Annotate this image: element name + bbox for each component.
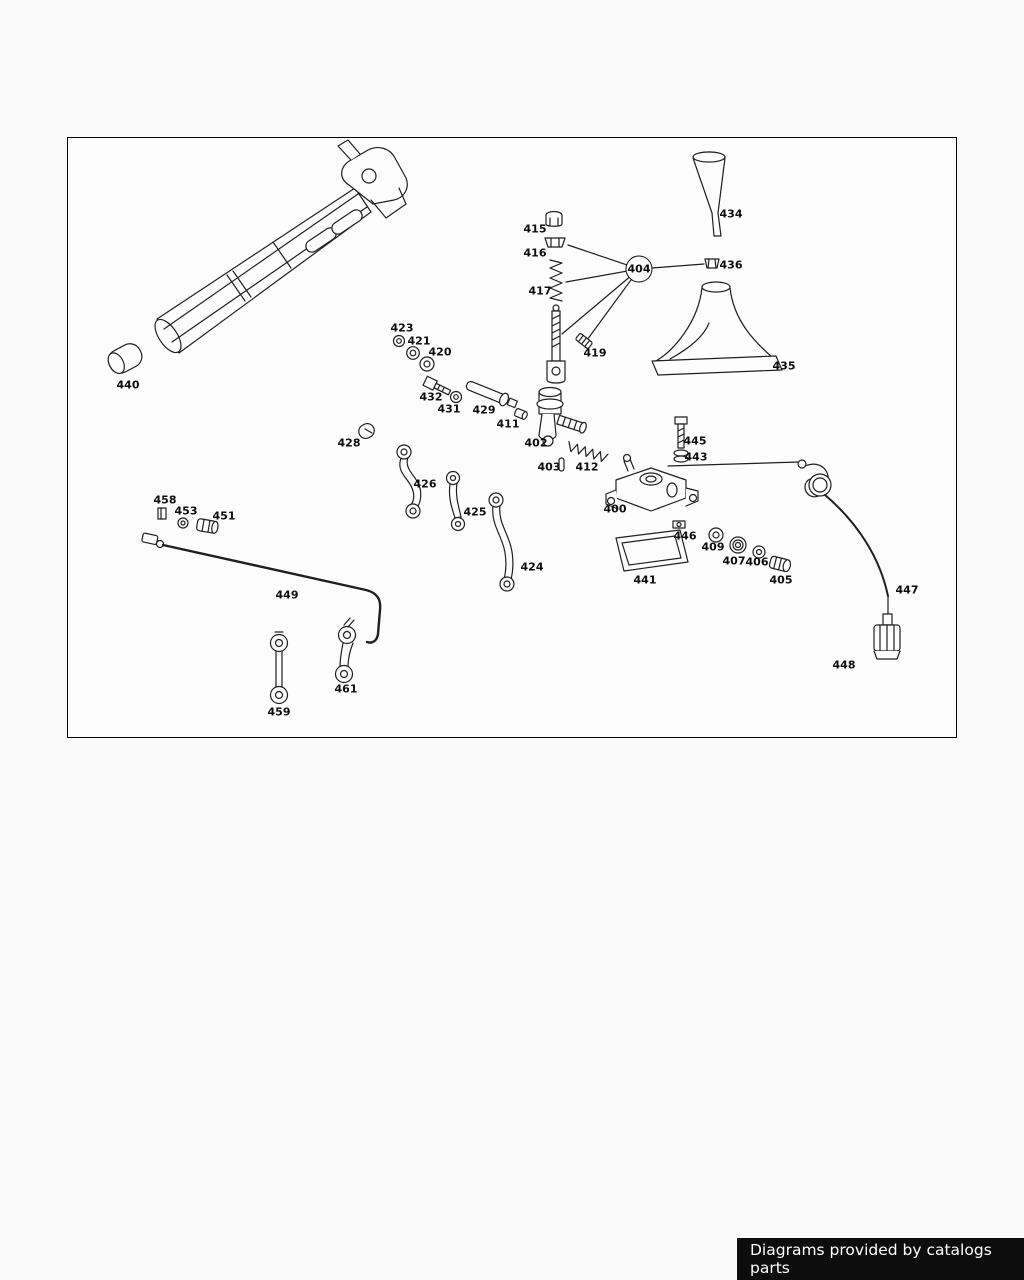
part-426-lever: [396, 444, 422, 519]
part-label-440: 440: [116, 378, 140, 392]
part-420-washer: [419, 356, 435, 372]
part-446-clip: [672, 520, 686, 529]
part-column-assembly: [154, 139, 408, 354]
part-443-washers: [673, 449, 689, 463]
part-label-443: 443: [684, 450, 708, 464]
part-label-435: 435: [772, 359, 796, 373]
part-447-cable: [797, 459, 889, 615]
part-label-432: 432: [419, 390, 443, 404]
part-shift-rod: [546, 304, 566, 384]
part-403-pin: [558, 457, 565, 472]
part-label-448: 448: [832, 658, 856, 672]
part-label-415: 415: [523, 222, 547, 236]
part-415-cap: [545, 210, 563, 227]
part-label-447: 447: [895, 583, 919, 597]
part-449-rod: [141, 532, 382, 644]
part-label-419: 419: [583, 346, 607, 360]
part-label-402: 402: [524, 436, 548, 450]
part-label-404: 404: [625, 255, 653, 283]
part-409-washer: [708, 527, 724, 543]
credit-text: Diagrams provided by catalogs parts: [750, 1241, 992, 1277]
part-label-424: 424: [520, 560, 544, 574]
part-label-434: 434: [719, 207, 743, 221]
part-label-411: 411: [496, 417, 520, 431]
part-411-sleeve: [513, 408, 528, 420]
part-label-423: 423: [390, 321, 414, 335]
part-label-416: 416: [523, 246, 547, 260]
part-label-412: 412: [575, 460, 599, 474]
part-label-403: 403: [537, 460, 561, 474]
part-label-407: 407: [722, 554, 746, 568]
part-417-spring: [549, 259, 563, 302]
part-424-lever: [488, 492, 515, 592]
part-label-409: 409: [701, 540, 725, 554]
part-label-406: 406: [745, 555, 769, 569]
credit-bar: Diagrams provided by catalogs parts: [737, 1238, 1024, 1280]
part-400-bracket: [605, 453, 699, 512]
part-label-458: 458: [153, 493, 177, 507]
part-428-clip: [358, 422, 375, 440]
part-432-bolt: [422, 375, 452, 396]
part-416-nut: [544, 237, 566, 248]
part-label-449: 449: [275, 588, 299, 602]
part-label-441: 441: [633, 573, 657, 587]
part-421-washer: [406, 346, 420, 360]
part-435-boot: [651, 281, 783, 376]
part-label-429: 429: [472, 403, 496, 417]
part-label-426: 426: [413, 477, 437, 491]
part-434-knob: [692, 151, 726, 237]
part-label-431: 431: [437, 402, 461, 416]
part-436-nut: [704, 258, 720, 269]
part-label-425: 425: [463, 505, 487, 519]
part-407-washer: [729, 536, 747, 554]
part-label-459: 459: [267, 705, 291, 719]
part-405-plug: [768, 555, 792, 573]
part-label-405: 405: [769, 573, 793, 587]
part-423-washer: [392, 334, 406, 348]
part-label-461: 461: [334, 682, 358, 696]
part-label-446: 446: [673, 529, 697, 543]
part-431-washer: [449, 390, 463, 404]
part-402-housing: [536, 386, 587, 447]
part-440-bushing: [107, 343, 143, 375]
part-429-pin: [465, 380, 518, 409]
diagram-line-art: [107, 139, 901, 705]
part-412-spring: [568, 440, 609, 463]
part-label-417: 417: [528, 284, 552, 298]
leader-line-400-447: [667, 461, 800, 467]
part-448-connector: [873, 613, 901, 660]
part-label-436: 436: [719, 258, 743, 272]
part-445-bolt: [674, 416, 688, 449]
part-419-spring: [575, 333, 593, 349]
part-label-453: 453: [174, 504, 198, 518]
part-label-420: 420: [428, 345, 452, 359]
part-label-428: 428: [337, 436, 361, 450]
part-425-lever: [445, 470, 466, 532]
part-441-gasket: [615, 529, 689, 572]
part-label-421: 421: [407, 334, 431, 348]
part-label-451: 451: [212, 509, 236, 523]
part-458-clip: [157, 507, 167, 520]
part-459-link: [269, 631, 289, 705]
part-461-link: [334, 617, 357, 684]
part-label-445: 445: [683, 434, 707, 448]
part-406-washer: [752, 545, 766, 559]
part-451-bushing: [195, 518, 219, 534]
part-label-400: 400: [603, 502, 627, 516]
part-453-washer: [177, 517, 189, 529]
